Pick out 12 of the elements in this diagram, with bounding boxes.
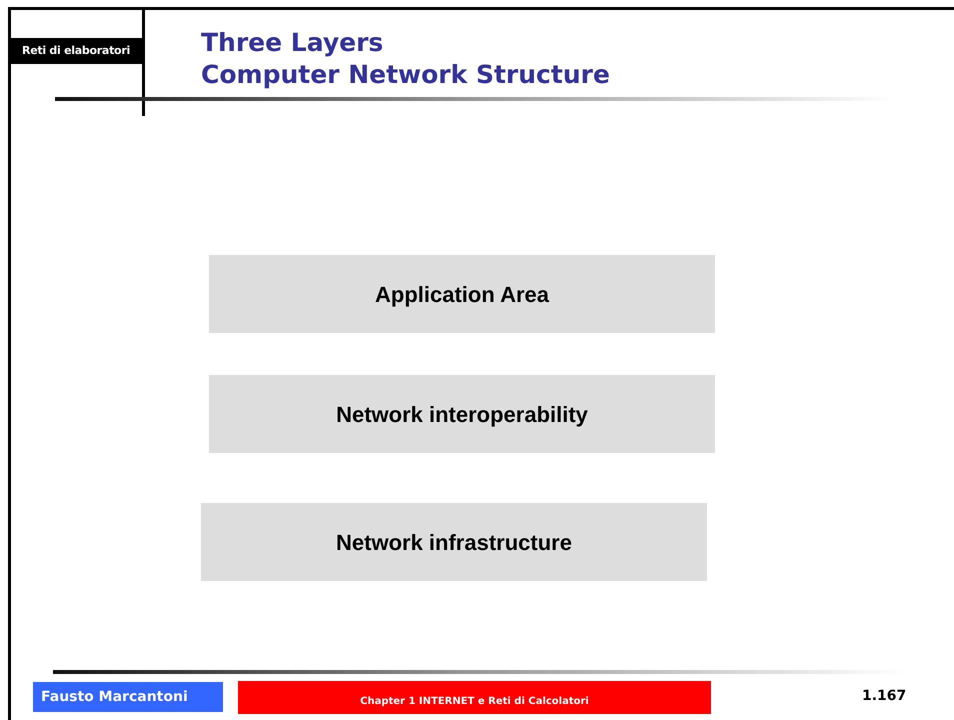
layer-label: Network interoperability: [336, 400, 588, 429]
page-number: 1.167: [862, 687, 906, 706]
slide-subtitle: Computer Network Structure: [201, 59, 610, 91]
slide-title: Three Layers: [201, 27, 384, 59]
layer-box: [201, 503, 707, 581]
layer-box: [209, 375, 715, 453]
author-tag: Fausto Marcantoni: [33, 682, 223, 712]
layer-label: Network infrastructure: [336, 528, 572, 556]
section-tag: Reti di elaboratori: [10, 38, 142, 64]
layer-box: [209, 255, 715, 333]
chapter-banner: Chapter 1 INTERNET e Reti di Calcolatori: [238, 681, 711, 714]
layer-label: Application Area: [375, 280, 549, 309]
